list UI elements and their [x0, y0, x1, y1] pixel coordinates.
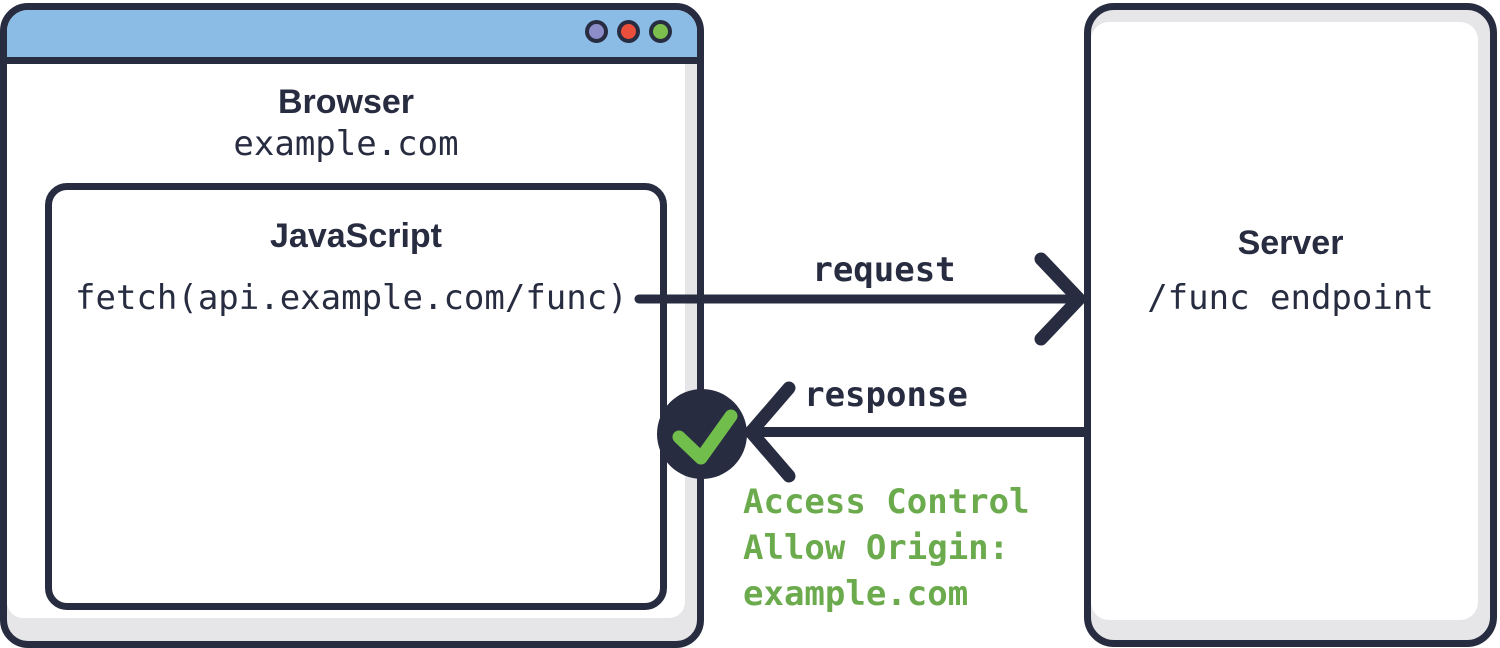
browser-title: Browser — [277, 83, 415, 121]
cors-header-line-1: Access Control — [743, 482, 1030, 522]
server-content-panel — [1091, 22, 1478, 620]
cors-header-text: Access Control Allow Origin: example.com — [743, 479, 1030, 617]
javascript-box-title: JavaScript — [270, 217, 442, 255]
request-arrowhead-icon — [1034, 252, 1086, 346]
server-title: Server — [1237, 224, 1344, 262]
browser-window: Browser example.com JavaScript fetch(api… — [0, 3, 704, 648]
traffic-light-red-dot — [617, 20, 640, 43]
traffic-light-dots — [585, 20, 672, 43]
response-label: response — [804, 375, 968, 415]
cors-header-line-2: Allow Origin: — [743, 528, 1010, 568]
traffic-light-purple-dot — [585, 20, 608, 43]
fetch-code-text: fetch(api.example.com/func) — [75, 278, 628, 318]
server-box: Server /func endpoint — [1084, 3, 1497, 647]
traffic-light-green-dot — [649, 20, 672, 43]
browser-origin-url: example.com — [233, 124, 459, 164]
cors-header-line-3: example.com — [743, 574, 969, 614]
javascript-box: JavaScript fetch(api.example.com/func) — [45, 183, 667, 610]
server-endpoint-text: /func endpoint — [1147, 278, 1434, 318]
browser-titlebar — [7, 10, 697, 64]
request-label: request — [812, 250, 956, 290]
